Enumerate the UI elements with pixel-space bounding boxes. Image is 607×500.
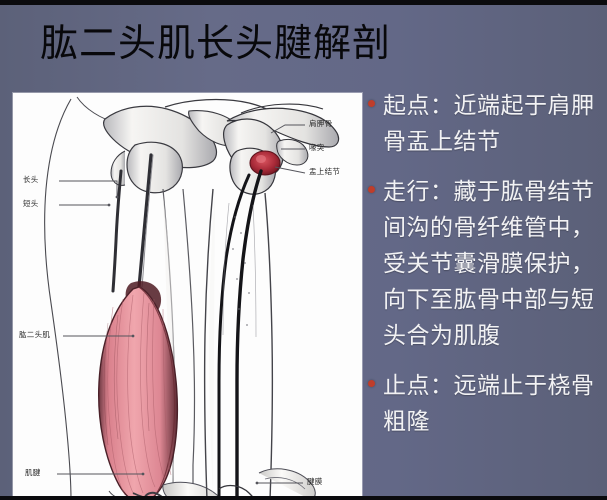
letterbox-bar-top <box>0 0 607 5</box>
bullet-dot-icon <box>368 100 375 107</box>
figure-label-scapula: 肩胛骨 <box>309 119 333 128</box>
bullet-dot-icon <box>368 380 375 387</box>
figure-label-supraglenoid-tubercle: 盂上结节 <box>309 167 341 176</box>
figure-label-coracoid-process: 喙突 <box>309 143 325 152</box>
letterbox-bar-bottom <box>0 496 607 500</box>
figure-label-short-head: 短头 <box>23 199 39 208</box>
bullet-item-course: 走行：藏于肱骨结节间沟的骨纤维管中，受关节囊滑膜保护，向下至肱骨中部与短头合为肌… <box>368 174 604 354</box>
figure-label-biceps-brachii: 肱二头肌 <box>19 330 51 339</box>
bullet-text-origin: 起点：近端起于肩胛骨盂上结节 <box>383 93 595 155</box>
anatomy-illustration <box>13 93 362 500</box>
slide-title: 肱二头肌长头腱解剖 <box>40 21 392 65</box>
bullet-list: 起点：近端起于肩胛骨盂上结节 走行：藏于肱骨结节间沟的骨纤维管中，受关节囊滑膜保… <box>368 88 604 454</box>
figure-label-tendon: 肌腱 <box>25 468 41 477</box>
bullet-item-origin: 起点：近端起于肩胛骨盂上结节 <box>368 88 604 160</box>
bullet-item-insertion: 止点：远端止于桡骨粗隆 <box>368 368 604 440</box>
figure-label-long-head: 长头 <box>23 175 39 184</box>
bullet-text-insertion: 止点：远端止于桡骨粗隆 <box>383 373 595 435</box>
bullet-dot-icon <box>368 186 375 193</box>
bullet-text-course: 走行：藏于肱骨结节间沟的骨纤维管中，受关节囊滑膜保护，向下至肱骨中部与短头合为肌… <box>383 179 595 349</box>
anatomy-figure-panel: 长头 短头 肱二头肌 肌腱 腱膜 肩胛骨 喙突 盂上结节 <box>13 93 362 500</box>
supraglenoid-tubercle-marker <box>249 150 281 176</box>
right-skeletal-diagram <box>203 103 340 500</box>
label-leader-lines <box>57 124 306 484</box>
figure-label-aponeurosis: 腱膜 <box>307 477 323 486</box>
label-arrowheads <box>107 195 259 485</box>
